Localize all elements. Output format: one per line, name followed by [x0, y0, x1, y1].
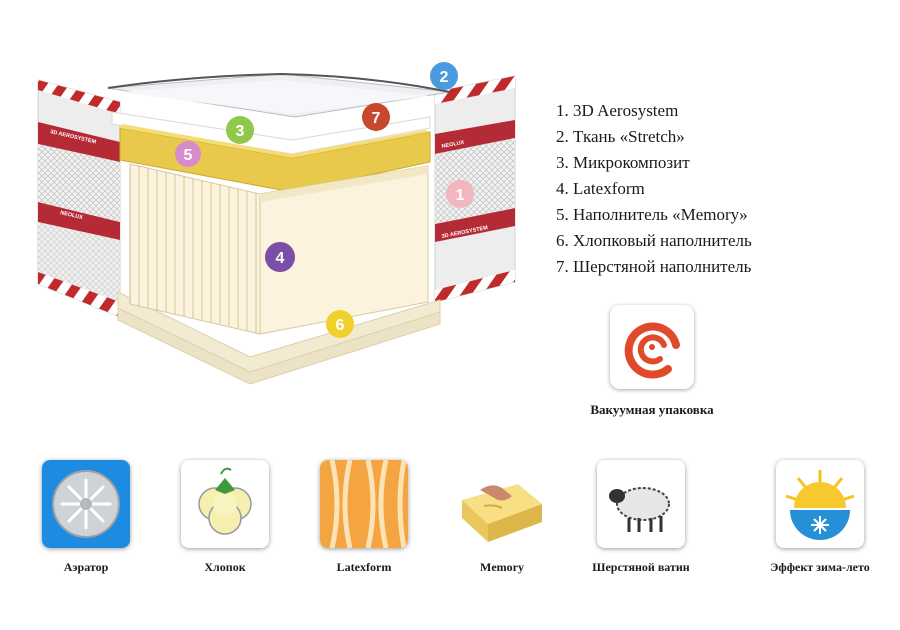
legend-item: 5. Наполнитель «Memory» — [556, 205, 748, 224]
aerator-icon — [42, 460, 130, 548]
vacuum-pack-label: Вакуумная упаковка — [590, 402, 714, 417]
feature-label-cotton: Хлопок — [204, 560, 246, 574]
feature-label-memory: Memory — [480, 560, 524, 574]
base-layers — [117, 291, 441, 385]
marker-3: 3 — [226, 116, 254, 144]
memory-foam-icon — [458, 460, 546, 548]
marker-7: 7 — [362, 103, 390, 131]
legend-item: 4. Latexform — [556, 179, 645, 198]
layer-legend: 1. 3D Aerosystem 2. Ткань «Stretch» 3. М… — [556, 98, 752, 280]
legend-item: 3. Микрокомпозит — [556, 153, 690, 172]
right-cover-panel — [434, 75, 516, 303]
marker-1-label: 1 — [456, 187, 465, 204]
marker-7-label: 7 — [372, 110, 381, 127]
feature-label-wool: Шерстяной ватин — [592, 560, 690, 574]
feature-label-latexform: Latexform — [336, 560, 392, 574]
marker-5-label: 5 — [184, 147, 193, 164]
feature-label-winter-summer: Эффект зима-лето — [770, 560, 870, 574]
side-label-neolux-right: NEOLUX — [441, 140, 465, 150]
top-cover — [107, 72, 451, 118]
winter-summer-icon — [776, 460, 864, 548]
latexform-core — [129, 163, 429, 335]
mattress-cross-section: 3D AEROSYSTEM NEOLUX NEOLUX 3D AEROSYSTE… — [37, 62, 516, 385]
microcomposite-layer — [111, 111, 431, 155]
memory-layer — [119, 124, 431, 193]
left-cover-panel — [37, 79, 121, 318]
marker-6-label: 6 — [336, 317, 345, 334]
feature-label-aerator: Аэратор — [63, 560, 109, 574]
legend-item: 7. Шерстяной наполнитель — [556, 257, 752, 276]
cotton-icon — [181, 460, 269, 548]
marker-4: 4 — [265, 242, 295, 272]
latexform-icon — [320, 460, 408, 548]
marker-3-label: 3 — [236, 123, 245, 140]
side-label-neolux: NEOLUX — [60, 210, 84, 221]
marker-2-label: 2 — [440, 69, 449, 86]
layer-markers: 1 2 3 4 5 6 7 — [175, 62, 474, 338]
marker-2: 2 — [430, 62, 458, 90]
marker-5: 5 — [175, 141, 201, 167]
marker-1: 1 — [446, 180, 474, 208]
swirl-icon — [610, 305, 694, 389]
marker-4-label: 4 — [276, 250, 285, 267]
marker-6: 6 — [326, 310, 354, 338]
legend-item: 1. 3D Aerosystem — [556, 101, 679, 120]
legend-item: 2. Ткань «Stretch» — [556, 127, 685, 146]
legend-item: 6. Хлопковый наполнитель — [556, 231, 752, 250]
sheep-icon — [597, 460, 685, 548]
